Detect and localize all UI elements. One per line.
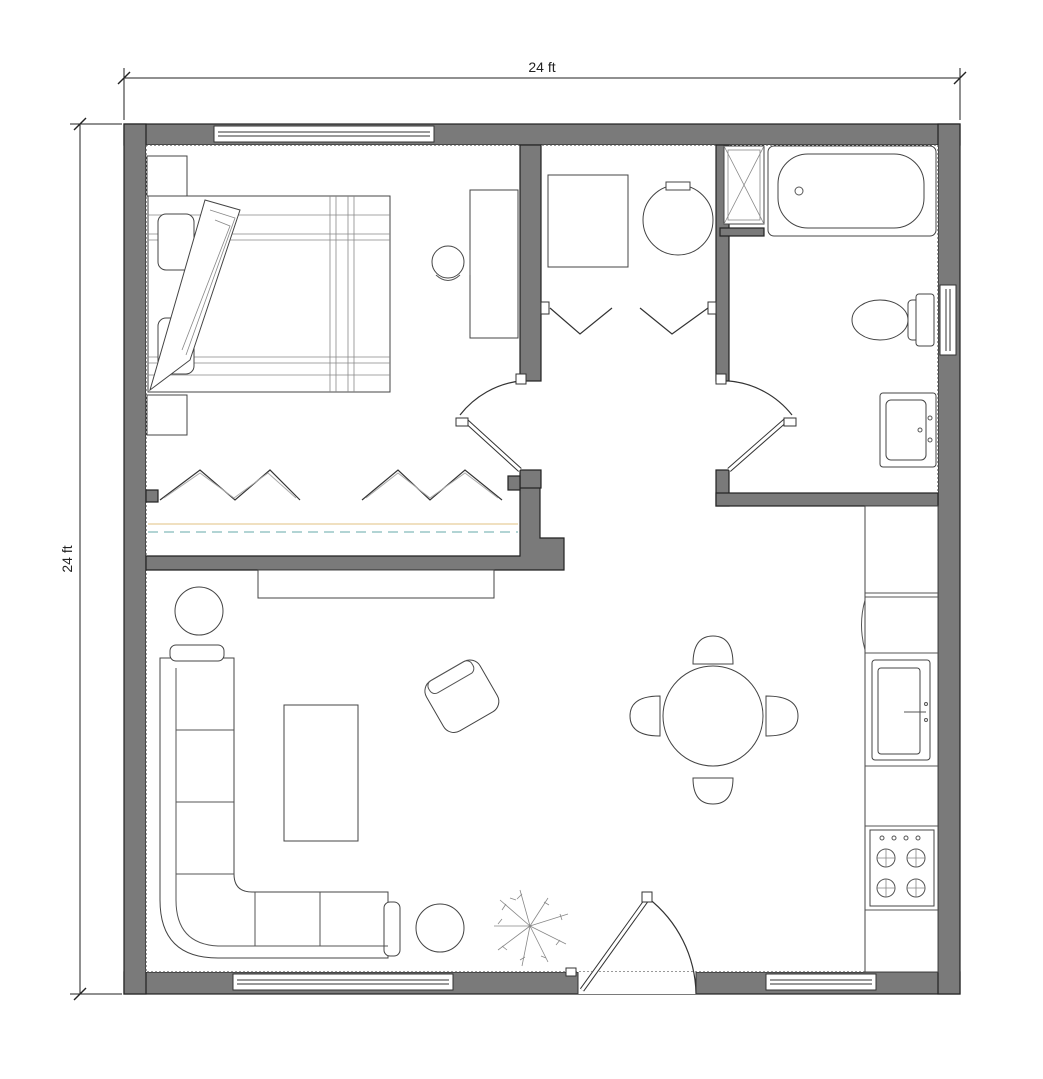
dryer [547, 174, 629, 268]
bed [147, 195, 391, 393]
desk-chair [431, 245, 471, 281]
bathroom [723, 145, 937, 468]
dining-chair-left [629, 695, 661, 737]
sectional-sofa [159, 644, 401, 959]
side-table-bottom [415, 903, 465, 953]
laundry-bifold-doors [540, 301, 717, 335]
desk [469, 189, 519, 339]
interior-walls [145, 144, 939, 571]
dining-chair-right [765, 695, 799, 737]
toilet [851, 293, 935, 347]
living-room [159, 569, 569, 967]
dimension-width-label: 24 ft [528, 59, 555, 75]
dimension-height: 24 ft [59, 117, 122, 1001]
nightstand-bottom [146, 394, 188, 436]
kitchen-sink [871, 659, 931, 761]
dining-chair-bottom [692, 777, 734, 805]
bathtub [767, 145, 937, 237]
kitchen [861, 505, 939, 973]
window-bedroom [213, 125, 435, 143]
bedroom-door [455, 373, 527, 472]
washer [642, 181, 714, 256]
stove [869, 829, 935, 907]
bathroom-door [715, 373, 797, 472]
tv-console [257, 569, 495, 599]
laundry-closet [540, 174, 717, 335]
window-living [232, 973, 454, 991]
vanity-sink [879, 392, 937, 468]
bedroom-closet-doors [159, 469, 503, 501]
dining-table [662, 665, 764, 767]
dimension-height-label: 24 ft [59, 545, 75, 572]
window-bathroom [939, 284, 957, 356]
shower [723, 145, 765, 225]
dining-area [629, 635, 799, 805]
entry-door [565, 891, 697, 995]
plant [494, 889, 569, 967]
bedroom [146, 155, 519, 533]
window-kitchen [765, 973, 877, 991]
dining-chair-top [692, 635, 734, 665]
nightstand-top [146, 155, 188, 197]
side-table-top [174, 586, 224, 636]
coffee-table [283, 704, 359, 842]
armchair [424, 659, 500, 733]
dimension-width: 24 ft [117, 59, 967, 120]
